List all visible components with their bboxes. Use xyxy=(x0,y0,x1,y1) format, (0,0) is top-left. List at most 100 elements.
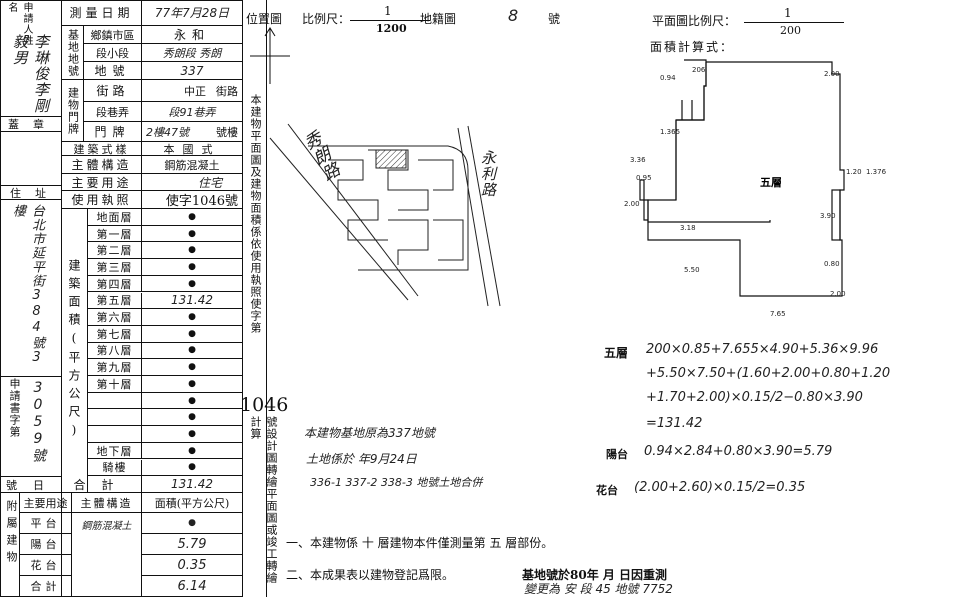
floor-area: ● xyxy=(142,309,243,326)
section-value: 秀朗段 秀朗 xyxy=(142,44,243,62)
location-label: 位置圖 xyxy=(246,12,283,26)
floor-area: ● xyxy=(142,259,243,276)
attached-area: 5.79 xyxy=(142,534,243,555)
plan-scale-label: 平面圖比例尺： xyxy=(652,14,737,28)
attached-label: 附屬建物 xyxy=(5,500,18,568)
flower-label: 花台 xyxy=(596,484,618,497)
plan-scale-num: 1 xyxy=(784,6,792,20)
floor-name: 第七層 xyxy=(88,325,142,343)
floor-name xyxy=(88,409,142,427)
sheet-label: 地籍圖 xyxy=(420,12,457,26)
vertical-note-strip xyxy=(243,0,267,597)
area-label: 建築面積(平方公尺) xyxy=(62,209,88,493)
permit-label: 使用執照 xyxy=(62,191,142,209)
total-label: 合計 xyxy=(62,476,142,493)
svg-text:3.18: 3.18 xyxy=(680,224,696,232)
floor-name: 第一層 xyxy=(88,225,142,243)
footer-line3: 基地號於80年 月 日因重測 xyxy=(522,568,668,582)
note-merge2: 土地係於 年9月24日 xyxy=(306,452,417,466)
permit-value: 使字1046號 xyxy=(142,191,243,209)
lot-value: 337 xyxy=(142,62,243,80)
use-label: 主要用途 xyxy=(62,174,142,191)
total-value: 131.42 xyxy=(142,476,243,493)
area-calc-label: 面積計算式： xyxy=(650,40,735,54)
calc-line2: +5.50×7.50+(1.60+2.00+0.80+1.20 xyxy=(646,366,891,381)
floor-area: ● xyxy=(142,459,243,477)
svg-text:2.00: 2.00 xyxy=(830,290,846,298)
floor-name: 第八層 xyxy=(88,342,142,360)
floor-area: ● xyxy=(142,376,243,393)
scale-num: 1 xyxy=(384,4,392,18)
att-struct-value: 鋼筋混凝土 xyxy=(72,513,142,597)
street-suffix: 街路 xyxy=(216,84,238,98)
calc-line3: +1.70+2.00)×0.15/2−0.80×3.90 xyxy=(646,390,863,405)
floor-area: ● xyxy=(142,242,243,260)
attached-name: 花台 xyxy=(20,555,72,576)
attached-name: 平台 xyxy=(20,513,72,534)
floor-area: ● xyxy=(142,275,243,293)
floor-area: ● xyxy=(142,209,243,226)
vertical-note: 本建物平面圖及建物面積係依使用執照使字第 xyxy=(249,94,262,334)
svg-text:0.80: 0.80 xyxy=(824,260,840,268)
map-road2: 永利路 xyxy=(479,150,497,198)
location-map xyxy=(269,123,501,307)
floor-name xyxy=(88,426,142,443)
address-label: 住址 xyxy=(10,187,60,200)
floor-area: ● xyxy=(142,409,243,427)
att-area-label: 面積(平方公尺) xyxy=(142,493,243,513)
style-label: 建築式樣 xyxy=(62,142,142,156)
balcony-label: 陽台 xyxy=(606,448,628,461)
lane-label: 段巷弄 xyxy=(84,102,142,122)
apply-no-label: 申請書字第 xyxy=(8,378,21,438)
door-suffix: 號樓 xyxy=(216,125,238,139)
lot-label: 地號 xyxy=(84,62,142,80)
attached-name: 陽台 xyxy=(20,534,72,555)
attached-area: 0.35 xyxy=(142,555,243,576)
vertical-num: 1046 xyxy=(240,394,289,416)
floor-area: ● xyxy=(142,342,243,360)
svg-text:0.95: 0.95 xyxy=(636,174,652,182)
apply-row xyxy=(0,376,62,378)
svg-text:3.90: 3.90 xyxy=(820,212,836,220)
date-row xyxy=(0,476,62,493)
floor-area: ● xyxy=(142,392,243,410)
address-row xyxy=(0,185,62,200)
floor-name: 第六層 xyxy=(88,309,142,326)
floor-name: 第十層 xyxy=(88,376,142,393)
address-value: 台北市延平街384號3樓 xyxy=(10,204,44,366)
svg-text:1.376: 1.376 xyxy=(866,168,887,176)
lane-value: 段91巷弄 xyxy=(142,102,243,122)
bldg-door-label: 建物門牌 xyxy=(62,80,84,142)
scale-den: 1200 xyxy=(376,22,407,35)
calc-line4: =131.42 xyxy=(646,416,703,431)
street-value: 中正 xyxy=(184,84,206,98)
floor-name: 地下層 xyxy=(88,442,142,460)
floor-area: ● xyxy=(142,426,243,443)
calc-line1: 200×0.85+7.655×4.90+5.36×9.96 xyxy=(646,342,879,357)
door-value: 2樓47號 xyxy=(146,125,189,139)
style-value: 本國式 xyxy=(142,142,243,156)
floor-name: 騎樓 xyxy=(88,459,142,477)
plan-scale-den: 200 xyxy=(780,24,801,37)
apply-no-value: 3059號 xyxy=(30,380,46,463)
svg-text:7.65: 7.65 xyxy=(770,310,786,318)
footer-line2: 二、本成果表以建物登記爲限。 xyxy=(286,568,455,582)
survey-date-label: 測量日期 xyxy=(62,0,142,26)
svg-text:2.00: 2.00 xyxy=(624,200,640,208)
city-label: 鄉鎮市區 xyxy=(84,26,142,44)
att-struct-label: 主體構造 xyxy=(72,493,142,513)
footer-line1: 一、本建物係 十 層建物本件僅測量第 五 層部份。 xyxy=(286,536,554,550)
north-arrow-icon xyxy=(250,27,290,84)
note-merge3: 336-1 337-2 338-3 地號土地合併 xyxy=(310,476,483,489)
floor-area: 131.42 xyxy=(142,292,243,310)
vertical-note2: 號設計圖轉繪平面圖或竣工轉繪計算 xyxy=(249,416,278,584)
use-value: 住宅 xyxy=(142,174,243,191)
scale-label: 比例尺： xyxy=(302,12,351,26)
svg-text:3.36: 3.36 xyxy=(630,156,646,164)
balcony-calc: 0.94×2.84+0.80×3.90=5.79 xyxy=(644,444,833,459)
footer-line4: 變更為 安 段 45 地號 7752 xyxy=(524,582,673,596)
floor-area: ● xyxy=(142,325,243,343)
floor-name xyxy=(88,392,142,410)
svg-text:206: 206 xyxy=(692,66,706,74)
